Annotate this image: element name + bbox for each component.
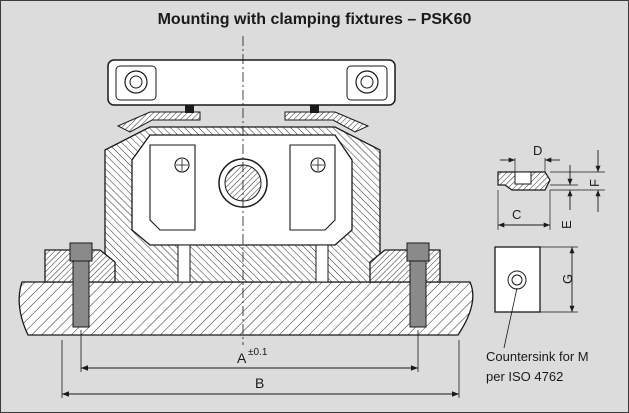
pin-right [315, 244, 329, 283]
drawing-title: Mounting with clamping fixtures – PSK60 [157, 11, 472, 28]
rail-wiper-right [284, 111, 370, 133]
dimension-a-tolerance: ±0.1 [248, 347, 268, 358]
dimension-e-label: E [559, 220, 574, 229]
clamp-slider-right [289, 144, 336, 231]
dimension-b-label: B [255, 375, 264, 391]
screw-head-left [69, 242, 93, 262]
seal-right [310, 104, 319, 113]
dimension-f-label: F [587, 179, 602, 187]
machine-base [18, 281, 474, 336]
screw-shank-right [409, 260, 427, 328]
rail-wiper-left [116, 111, 201, 133]
pin-left [177, 244, 191, 283]
screw-shank-left [72, 260, 90, 328]
seal-left [185, 104, 194, 113]
screw-head-right [406, 242, 430, 262]
dimension-a-label: A [237, 350, 247, 366]
note-line-2: per ISO 4762 [486, 369, 563, 384]
dimension-g-label: G [560, 274, 575, 284]
dimension-c-label: C [512, 207, 521, 222]
dimension-d-label: D [533, 143, 542, 158]
note-leader [503, 287, 518, 349]
clamp-slider-left [149, 144, 196, 231]
note-line-1: Countersink for M [486, 349, 589, 364]
top-plate [107, 59, 396, 106]
